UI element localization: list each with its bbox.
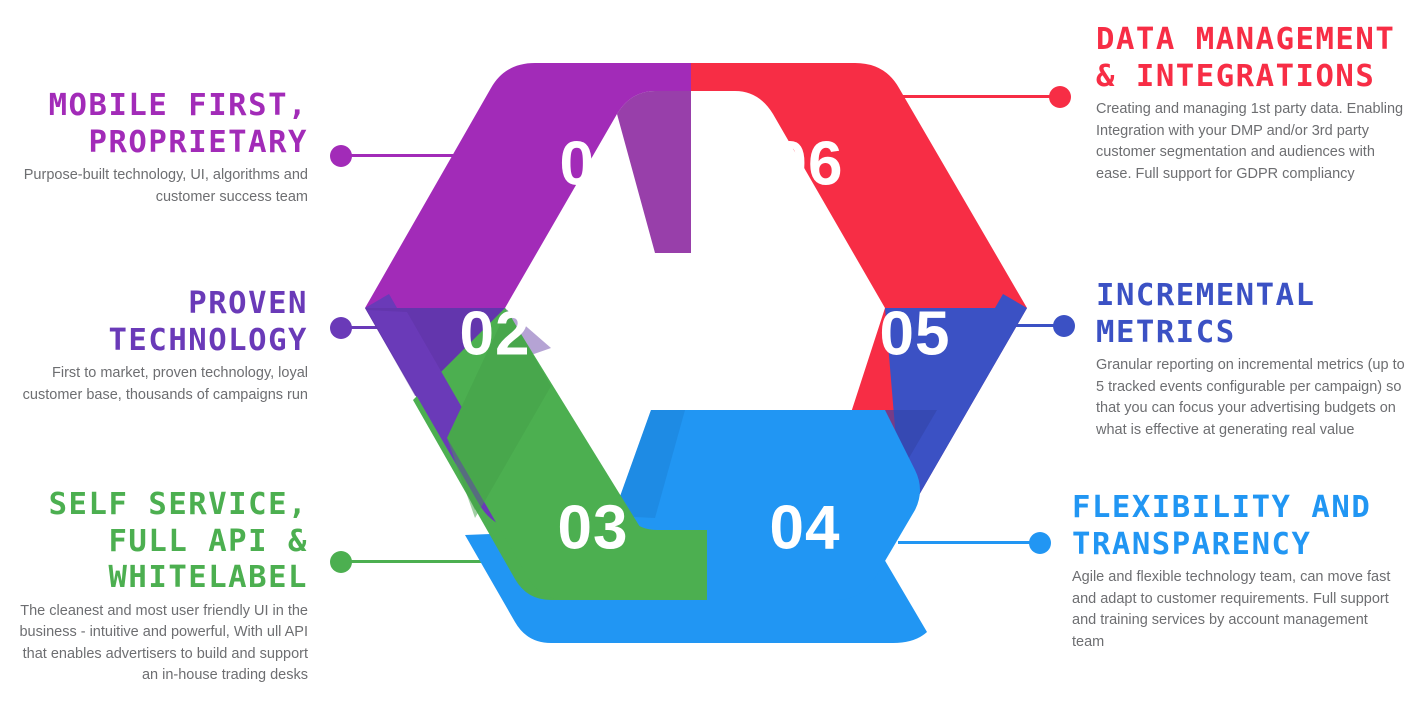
callout-flexibility-body: Agile and flexible technology team, can … [1072,569,1391,650]
callout-incremental-metrics-title: INCREMENTAL METRICS [1096,278,1316,350]
segment-number-04: 04 [770,493,841,562]
callout-incremental-metrics-body: Granular reporting on incremental metric… [1096,357,1405,438]
connector-dot-self-service [330,551,352,573]
callout-flexibility-title: FLEXIBILITY AND TRANSPARENCY [1072,490,1372,562]
segment-number-01: 01 [560,129,631,198]
connector-line-incremental-metrics [1004,324,1060,327]
segment-04-left-shade [613,410,685,518]
connector-dot-data-management [1049,86,1071,108]
callout-proven-technology-title: PROVEN TECHNOLOGY [108,286,309,358]
segment-number-06: 06 [773,129,844,198]
connector-line-data-management [893,95,1053,98]
callout-mobile-first: MOBILE FIRST, PROPRIETARY Purpose-built … [8,88,308,208]
callout-mobile-first-title: MOBILE FIRST, PROPRIETARY [48,88,308,160]
callout-mobile-first-body: Purpose-built technology, UI, algorithms… [23,167,308,205]
callout-data-management-title: DATA MANAGEMENT & INTEGRATIONS [1096,22,1396,94]
connector-line-flexibility [898,541,1038,544]
hexagon-ribbon-diagram: 01 06 02 05 03 04 [355,18,1035,643]
connector-line-self-service [350,560,512,563]
segment-number-05: 05 [880,299,951,368]
connector-line-mobile-first [350,154,480,157]
segment-01-head-shade [617,63,691,253]
callout-self-service-body: The cleanest and most user friendly UI i… [19,602,308,684]
callout-flexibility: FLEXIBILITY AND TRANSPARENCY Agile and f… [1072,490,1402,653]
callout-incremental-metrics: INCREMENTAL METRICS Granular reporting o… [1096,278,1414,441]
segment-number-02: 02 [460,299,531,368]
segment-01-shape [365,63,691,308]
ribbon-final-layer [367,310,707,600]
callout-data-management-body: Creating and managing 1st party data. En… [1096,101,1404,182]
callout-proven-technology-body: First to market, proven technology, loya… [22,365,308,403]
segment-06-shape [691,63,1027,308]
callout-data-management: DATA MANAGEMENT & INTEGRATIONS Creating … [1096,22,1408,185]
connector-dot-flexibility [1029,532,1051,554]
callout-self-service: SELF SERVICE, FULL API & WHITELABEL The … [8,487,308,687]
callout-self-service-title: SELF SERVICE, FULL API & WHITELABEL [48,487,309,596]
connector-line-proven-technology [350,326,398,329]
callout-proven-technology: PROVEN TECHNOLOGY First to market, prove… [8,286,308,406]
connector-dot-incremental-metrics [1053,315,1075,337]
connector-dot-proven-technology [330,317,352,339]
segment-number-03: 03 [558,493,629,562]
connector-dot-mobile-first [330,145,352,167]
